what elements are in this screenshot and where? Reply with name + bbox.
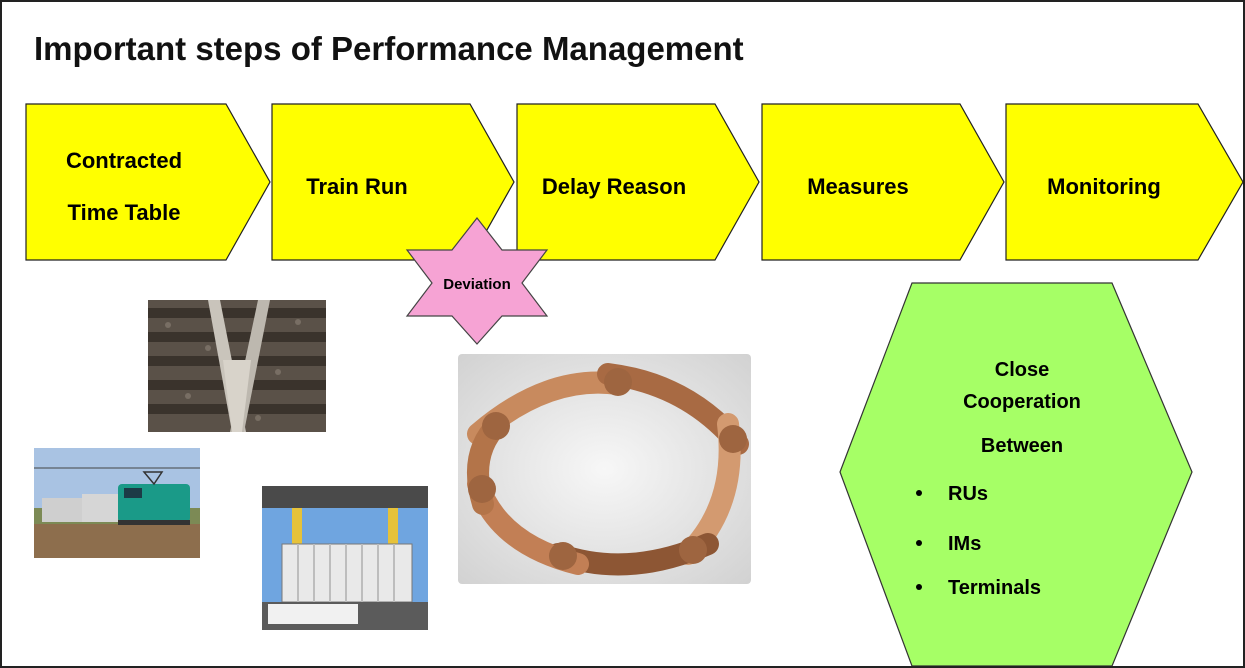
deviation-star: Deviation [405, 217, 549, 345]
step-label-line2: Time Table [68, 200, 181, 225]
cooperation-item: Terminals [948, 577, 1041, 599]
hands-teamwork-photo [458, 354, 751, 584]
bullet-icon [916, 540, 922, 546]
step-monitoring: Monitoring [1005, 103, 1243, 261]
step-label: Monitoring [1047, 174, 1161, 199]
cooperation-line1: Close [995, 359, 1049, 381]
step-label: Train Run [306, 174, 407, 199]
cooperation-item: RUs [948, 483, 988, 505]
cooperation-line3: Between [981, 435, 1063, 457]
bullet-icon [916, 490, 922, 496]
deviation-label: Deviation [443, 276, 511, 293]
step-label: Measures [807, 174, 909, 199]
locomotive-photo [34, 448, 200, 558]
step-contracted-time-table: Contracted Time Table [25, 103, 271, 261]
step-measures: Measures [761, 103, 1005, 261]
step-label: Delay Reason [542, 174, 686, 199]
cooperation-item: IMs [948, 533, 981, 555]
bullet-icon [916, 584, 922, 590]
rail-switch-photo [148, 300, 326, 432]
container-crane-photo [262, 486, 428, 630]
cooperation-line2: Cooperation [963, 391, 1081, 413]
step-train-run: Train Run [271, 103, 515, 261]
page-title: Important steps of Performance Managemen… [34, 30, 744, 67]
step-delay-reason: Delay Reason [516, 103, 760, 261]
step-label-line1: Contracted [66, 148, 182, 173]
cooperation-hexagon: Close Cooperation Between RUs IMs Termin… [839, 282, 1193, 666]
